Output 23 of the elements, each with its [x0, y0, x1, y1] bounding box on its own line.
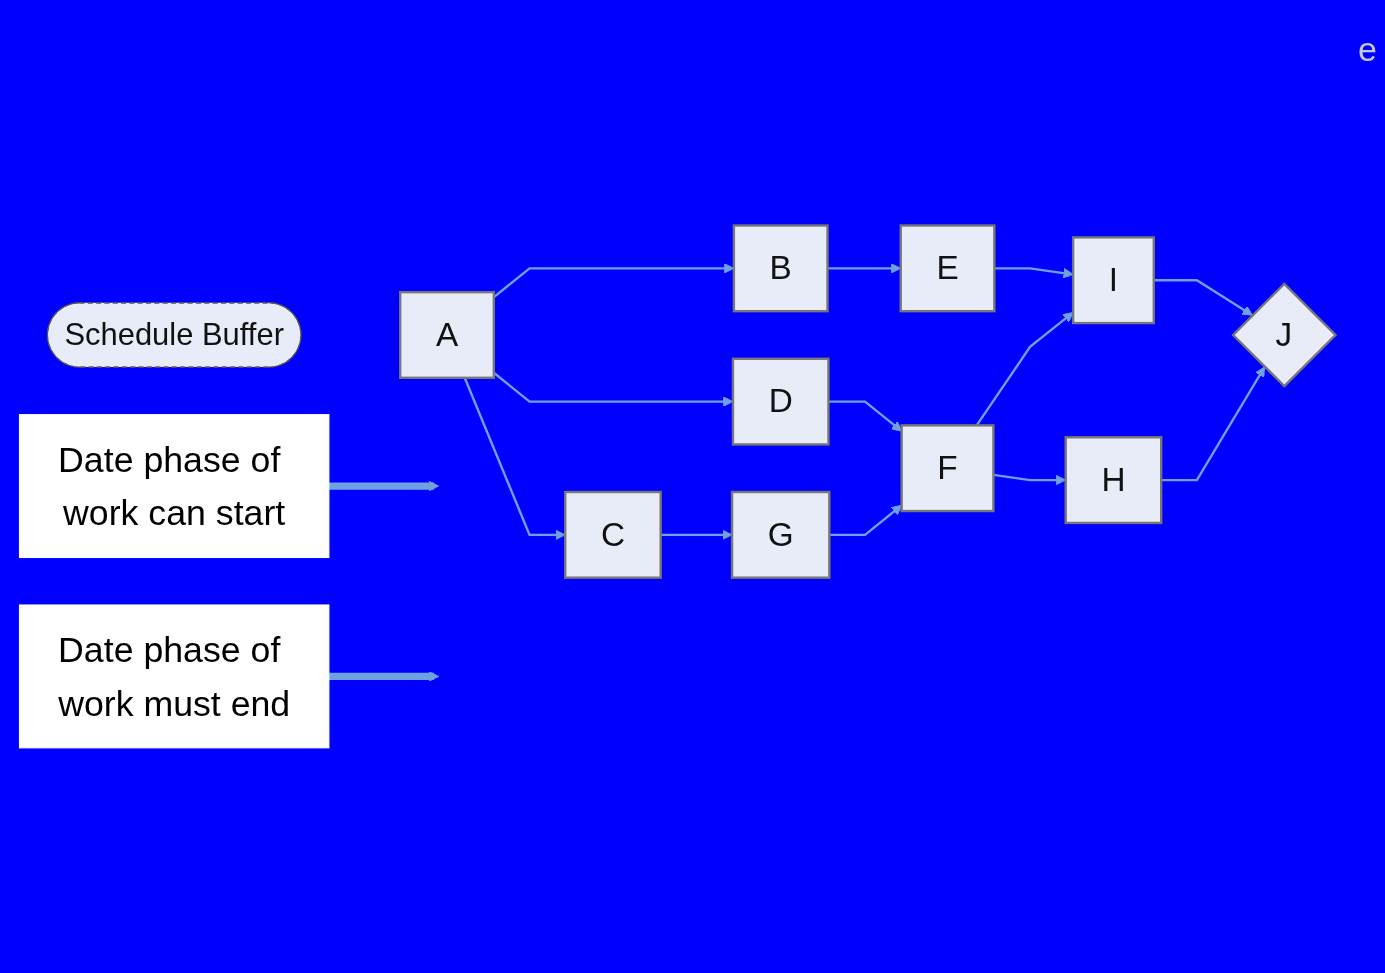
node-box: B — [732, 224, 829, 313]
arrow — [463, 377, 566, 540]
node-box: G — [730, 490, 831, 579]
node-box: D — [731, 357, 830, 446]
node-diamond: J — [1231, 281, 1338, 388]
arrow — [328, 480, 440, 492]
arrow — [994, 267, 1074, 279]
node-box: Date phase of work must end — [18, 604, 330, 749]
node-box: C — [564, 490, 662, 579]
arrow — [829, 504, 903, 536]
node-box: E — [899, 224, 996, 313]
node-box: I — [1071, 236, 1155, 325]
node-box: Date phase of work can start — [18, 413, 330, 558]
arrow — [328, 671, 440, 682]
arrow — [1161, 366, 1266, 482]
node-box: A — [399, 290, 496, 379]
node-box: H — [1064, 435, 1163, 524]
arrow — [660, 529, 733, 540]
arrow — [1153, 278, 1253, 316]
arrow — [828, 400, 903, 432]
node-box: F — [900, 424, 995, 513]
text-fragment: e — [1358, 30, 1377, 68]
arrow — [975, 311, 1074, 426]
